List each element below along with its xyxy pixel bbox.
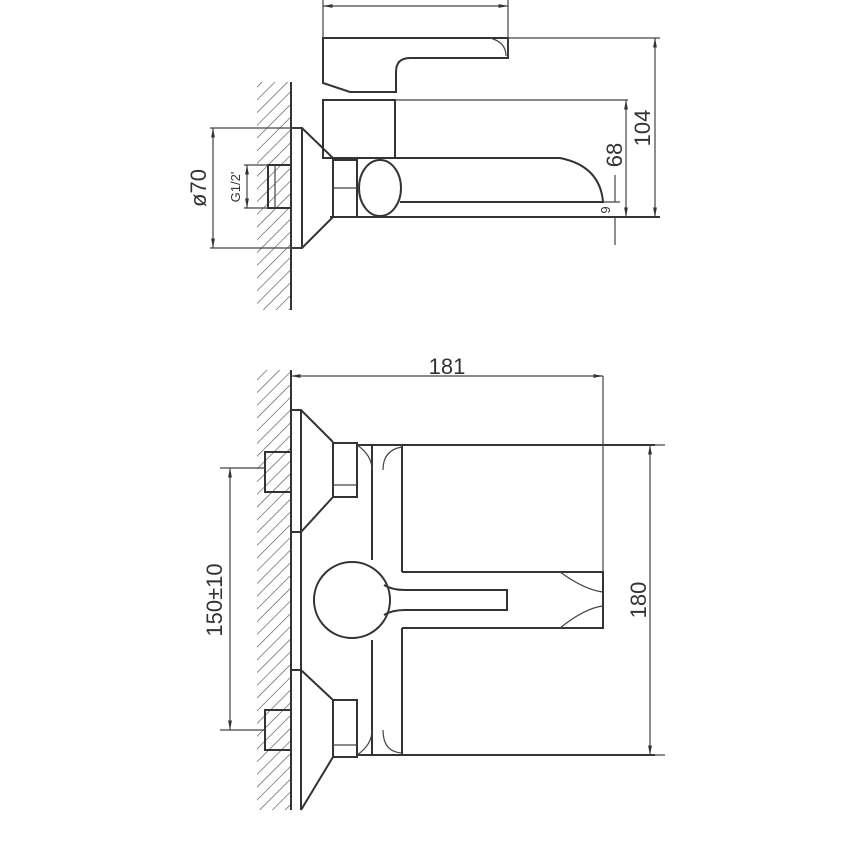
- wall-flange: [291, 127, 334, 249]
- upper-hex-nut: [332, 442, 358, 498]
- outlet-height-label: 9: [598, 206, 613, 213]
- lever-hub: [313, 561, 391, 639]
- lever-handle: [322, 37, 509, 93]
- mixer-body: [322, 99, 396, 159]
- wall-hatch-top: [257, 82, 291, 310]
- cartridge-knob: [358, 159, 402, 217]
- inlet-pipe: [267, 164, 292, 209]
- spout-curves: [559, 571, 604, 629]
- extension-lines: [210, 0, 660, 249]
- upper-inlet-pipe: [264, 451, 292, 493]
- extension-lines: [220, 376, 665, 756]
- thread-label: G1/2': [228, 172, 243, 203]
- side-view: ø70 G1/2' 68 104 9: [186, 0, 660, 310]
- body-height-label: 68: [602, 143, 627, 167]
- upper-flange: [291, 409, 334, 810]
- spout: [395, 157, 605, 203]
- inlet-spacing-label: 150±10: [202, 563, 227, 636]
- handle-curve: [489, 37, 507, 57]
- lever-arm: [383, 584, 508, 616]
- lower-flange: [291, 669, 334, 811]
- front-view: 181 180 150±10: [202, 354, 665, 811]
- spout: [402, 571, 604, 629]
- depth-label: 181: [429, 354, 466, 379]
- mixer-body-outline: [357, 444, 655, 756]
- flange-diameter-label: ø70: [186, 169, 211, 207]
- body-curves: [356, 444, 403, 756]
- wall-hatch-bottom: [257, 370, 291, 810]
- overall-height-label: 104: [630, 110, 655, 147]
- width-label: 180: [626, 582, 651, 619]
- lower-hex-nut: [332, 699, 358, 758]
